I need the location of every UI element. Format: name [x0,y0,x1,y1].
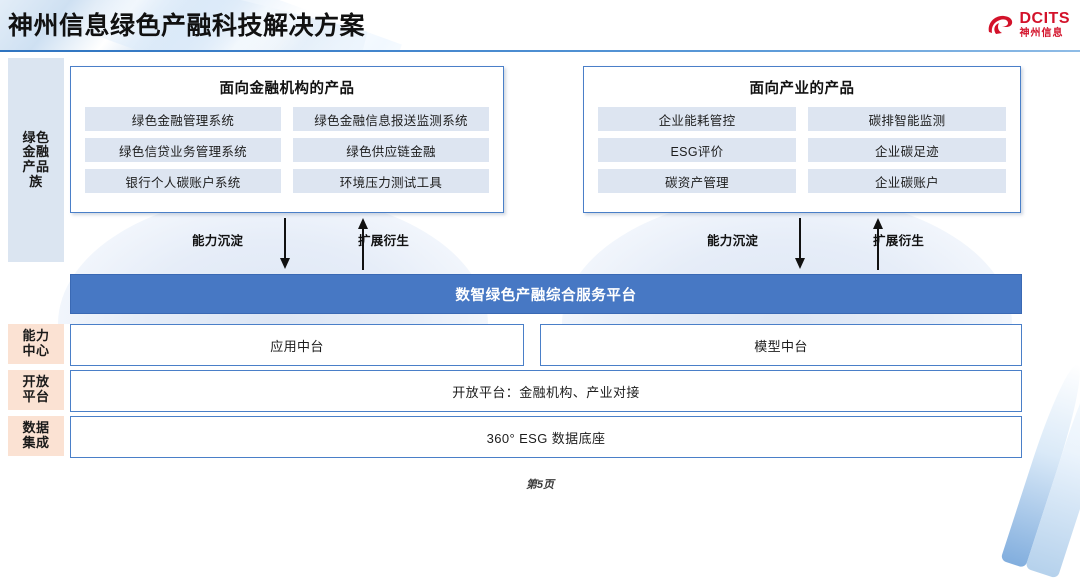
dcits-swoosh-icon [988,15,1012,34]
corner-swoosh-stripe-2 [1025,330,1080,579]
header-divider [0,50,1080,52]
flow-label-capability-deposition-right: 能力沉淀 [707,234,759,248]
product-chip[interactable]: 碳排智能监测 [808,107,1006,131]
rail-label-products: 绿色 金融 产品 族 [8,58,64,262]
product-chip[interactable]: 企业碳足迹 [808,138,1006,162]
flow-annotation-left: 能力沉淀 扩展衍生 [150,216,450,272]
rail-label-products-text: 绿色 金融 产品 族 [22,129,50,189]
rail-line: 绿色 [22,129,50,145]
flow-arrows-left [280,218,368,270]
product-chip[interactable]: 绿色金融管理系统 [85,107,281,131]
rail-label-open-platform: 开放 平台 [8,370,64,410]
page-header: 神州信息绿色产融科技解决方案 DCITS 神州信息 [0,0,1080,52]
panel-title-industry: 面向产业的产品 [749,81,855,97]
panel-title-financial: 面向金融机构的产品 [219,81,355,97]
layer-box-open-platform[interactable]: 开放平台：金融机构、产业对接 [70,370,1022,412]
product-chip[interactable]: 银行个人碳账户系统 [85,169,281,193]
product-chip[interactable]: ESG评价 [598,138,796,162]
rail-line: 金融 [22,144,50,160]
panel-industry-products: 面向产业的产品 企业能耗管控 碳排智能监测 ESG评价 企业碳足迹 碳资产管理 … [583,66,1021,213]
product-chip[interactable]: 绿色供应链金融 [293,138,489,162]
layer-box-application-midplatform[interactable]: 应用中台 [70,324,524,366]
panel-grid-industry: 企业能耗管控 碳排智能监测 ESG评价 企业碳足迹 碳资产管理 企业碳账户 [584,107,1020,193]
logo-text-cn: 神州信息 [1019,28,1064,39]
rail-label-data-text: 数据 集成 [22,421,49,450]
panel-grid-financial: 绿色金融管理系统 绿色金融信息报送监测系统 绿色信贷业务管理系统 绿色供应链金融… [71,107,503,193]
rail-line: 能力 [22,328,50,344]
rail-line: 中心 [22,343,50,358]
slide-body: 绿色 金融 产品 族 能力 中心 开放 平台 数据 集成 面向金融机构的产品 绿… [0,52,1080,579]
rail-line: 数据 [22,420,50,436]
flow-arrows-right [795,218,883,270]
rail-line: 开放 [22,374,50,390]
flow-label-extension-derivation-left: 扩展衍生 [358,234,410,248]
product-chip[interactable]: 企业碳账户 [808,169,1006,193]
product-chip[interactable]: 绿色信贷业务管理系统 [85,138,281,162]
product-chip[interactable]: 绿色金融信息报送监测系统 [293,107,489,131]
logo-wordmark: DCITS 神州信息 [1020,11,1071,39]
page-title: 神州信息绿色产融科技解决方案 [8,12,366,40]
rail-line: 平台 [22,389,50,404]
product-chip[interactable]: 企业能耗管控 [598,107,796,131]
layer-box-model-midplatform[interactable]: 模型中台 [540,324,1022,366]
flow-label-capability-deposition-left: 能力沉淀 [192,234,244,248]
logo-text-en: DCITS [1019,10,1070,27]
flow-annotation-right: 能力沉淀 扩展衍生 [665,216,965,272]
rail-label-open-text: 开放 平台 [22,375,49,404]
layer-box-data-base[interactable]: 360° ESG 数据底座 [70,416,1022,458]
product-chip[interactable]: 碳资产管理 [598,169,796,193]
product-chip[interactable]: 环境压力测试工具 [293,169,489,193]
rail-line: 族 [29,173,43,189]
rail-label-ability-center: 能力 中心 [8,324,64,364]
dcits-logo: DCITS 神州信息 [985,8,1071,42]
rail-line: 产品 [22,159,50,174]
rail-line: 集成 [22,435,50,450]
flow-label-extension-derivation-right: 扩展衍生 [873,234,925,248]
page-number-footer: 第5页 [525,479,555,491]
platform-banner[interactable]: 数智绿色产融综合服务平台 [70,274,1022,314]
rail-label-data-integration: 数据 集成 [8,416,64,456]
rail-label-ability-text: 能力 中心 [22,329,49,358]
panel-financial-institution-products: 面向金融机构的产品 绿色金融管理系统 绿色金融信息报送监测系统 绿色信贷业务管理… [70,66,504,213]
